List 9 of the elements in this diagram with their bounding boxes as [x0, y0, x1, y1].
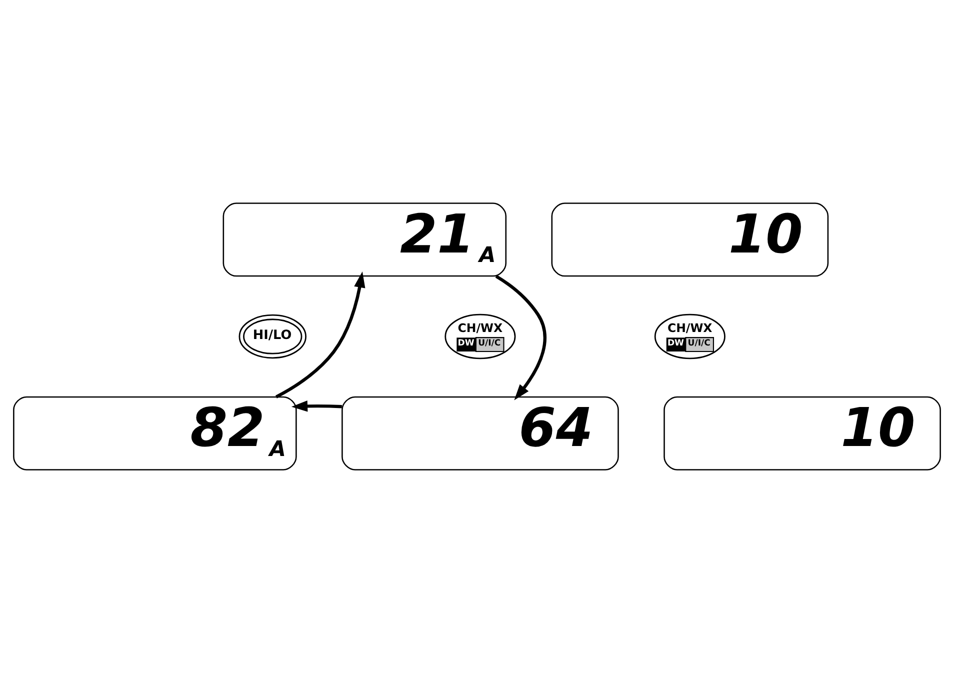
- arrow: [275, 271, 366, 398]
- node-box: 10: [664, 396, 941, 470]
- node-box: 10: [551, 202, 829, 277]
- node-box: 64: [342, 396, 619, 470]
- arrow: [495, 274, 546, 400]
- arrow: [291, 400, 342, 412]
- node-ellipse: HI/LO: [238, 314, 306, 359]
- node-ellipse: CH/WX DW U/I/C: [444, 314, 516, 360]
- node-ellipse: CH/WX DW U/I/C: [654, 314, 726, 360]
